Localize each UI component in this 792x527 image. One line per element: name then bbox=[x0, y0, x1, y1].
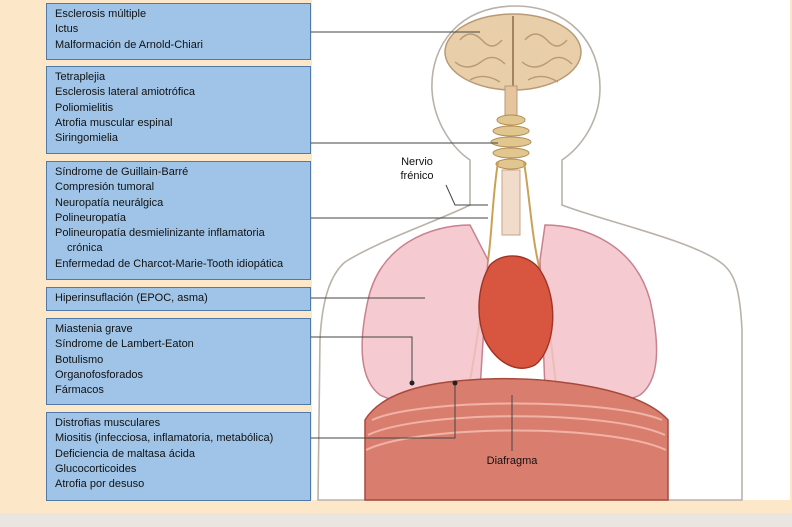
leader-dot-muscle bbox=[452, 380, 458, 386]
leader-lines bbox=[311, 31, 513, 451]
item-hiperinsuflacion: Hiperinsuflación (EPOC, asma) bbox=[55, 292, 208, 304]
brain-gyri bbox=[454, 33, 573, 83]
item-arnold-chiari: Malformación de Arnold-Chiari bbox=[55, 38, 203, 51]
item-lambert-eaton: Síndrome de Lambert-Eaton bbox=[55, 338, 194, 351]
item-ela: Esclerosis lateral amiotrófica bbox=[55, 86, 195, 99]
box-hyperinflation: Hiperinsuflación (EPOC, asma) bbox=[46, 287, 311, 311]
item-botulismo: Botulismo bbox=[55, 353, 104, 366]
label-frenico: frénico bbox=[400, 170, 434, 182]
heart bbox=[478, 255, 554, 369]
item-compresion-tumoral: Compresión tumoral bbox=[55, 181, 155, 194]
item-organofosforados: Organofosforados bbox=[55, 368, 144, 381]
box-spinal-cord: Tetraplejia Esclerosis lateral amiotrófi… bbox=[46, 66, 311, 154]
item-polineuropatia: Polineuropatía bbox=[55, 211, 126, 224]
bottom-band bbox=[0, 513, 792, 527]
item-siringomielia: Siringomielia bbox=[55, 132, 118, 145]
box-neuromuscular-junction: Miastenia grave Síndrome de Lambert-Eato… bbox=[46, 318, 311, 405]
item-distrofias: Distrofias musculares bbox=[55, 417, 161, 429]
box-central: Esclerosis múltiple Ictus Malformación d… bbox=[46, 3, 311, 60]
item-poliomielitis: Poliomielitis bbox=[55, 101, 114, 114]
item-tetraplejia: Tetraplejia bbox=[55, 71, 106, 83]
item-miastenia: Miastenia grave bbox=[55, 323, 133, 335]
label-nervio: Nervio bbox=[401, 156, 433, 168]
trachea bbox=[501, 169, 521, 236]
item-ictus: Ictus bbox=[55, 23, 79, 36]
item-charcot-marie-tooth: Enfermedad de Charcot-Marie-Tooth idiopá… bbox=[55, 257, 284, 270]
box-muscle: Distrofias musculares Miositis (infeccio… bbox=[46, 412, 311, 501]
item-atrofia-espinal: Atrofia muscular espinal bbox=[55, 116, 173, 129]
item-miositis: Miositis (infecciosa, inflamatoria, meta… bbox=[55, 432, 274, 445]
item-esclerosis-multiple: Esclerosis múltiple bbox=[55, 8, 147, 20]
cervical-spine bbox=[490, 114, 532, 170]
label-nervio-frenico: Nervio frénico bbox=[392, 155, 442, 183]
item-atrofia-desuso: Atrofia por desuso bbox=[55, 478, 145, 491]
item-guillain-barre: Síndrome de Guillain-Barré bbox=[55, 166, 189, 178]
diaphragm-fibres bbox=[365, 402, 667, 451]
brainstem bbox=[504, 85, 518, 119]
diaphragm bbox=[364, 377, 669, 501]
item-cidp-cont: crónica bbox=[67, 242, 103, 255]
item-farmacos: Fármacos bbox=[55, 384, 104, 397]
box-peripheral-nerve: Síndrome de Guillain-Barré Compresión tu… bbox=[46, 161, 311, 280]
label-diafragma: Diafragma bbox=[486, 455, 538, 467]
item-maltasa-acida: Deficiencia de maltasa ácida bbox=[55, 447, 196, 460]
leader-dot-junction bbox=[409, 380, 415, 386]
item-cidp: Polineuropatía desmielinizante inflamato… bbox=[55, 227, 265, 240]
item-glucocorticoides: Glucocorticoides bbox=[55, 462, 137, 475]
item-neuropatia-neuralgica: Neuropatía neurálgica bbox=[55, 196, 164, 209]
